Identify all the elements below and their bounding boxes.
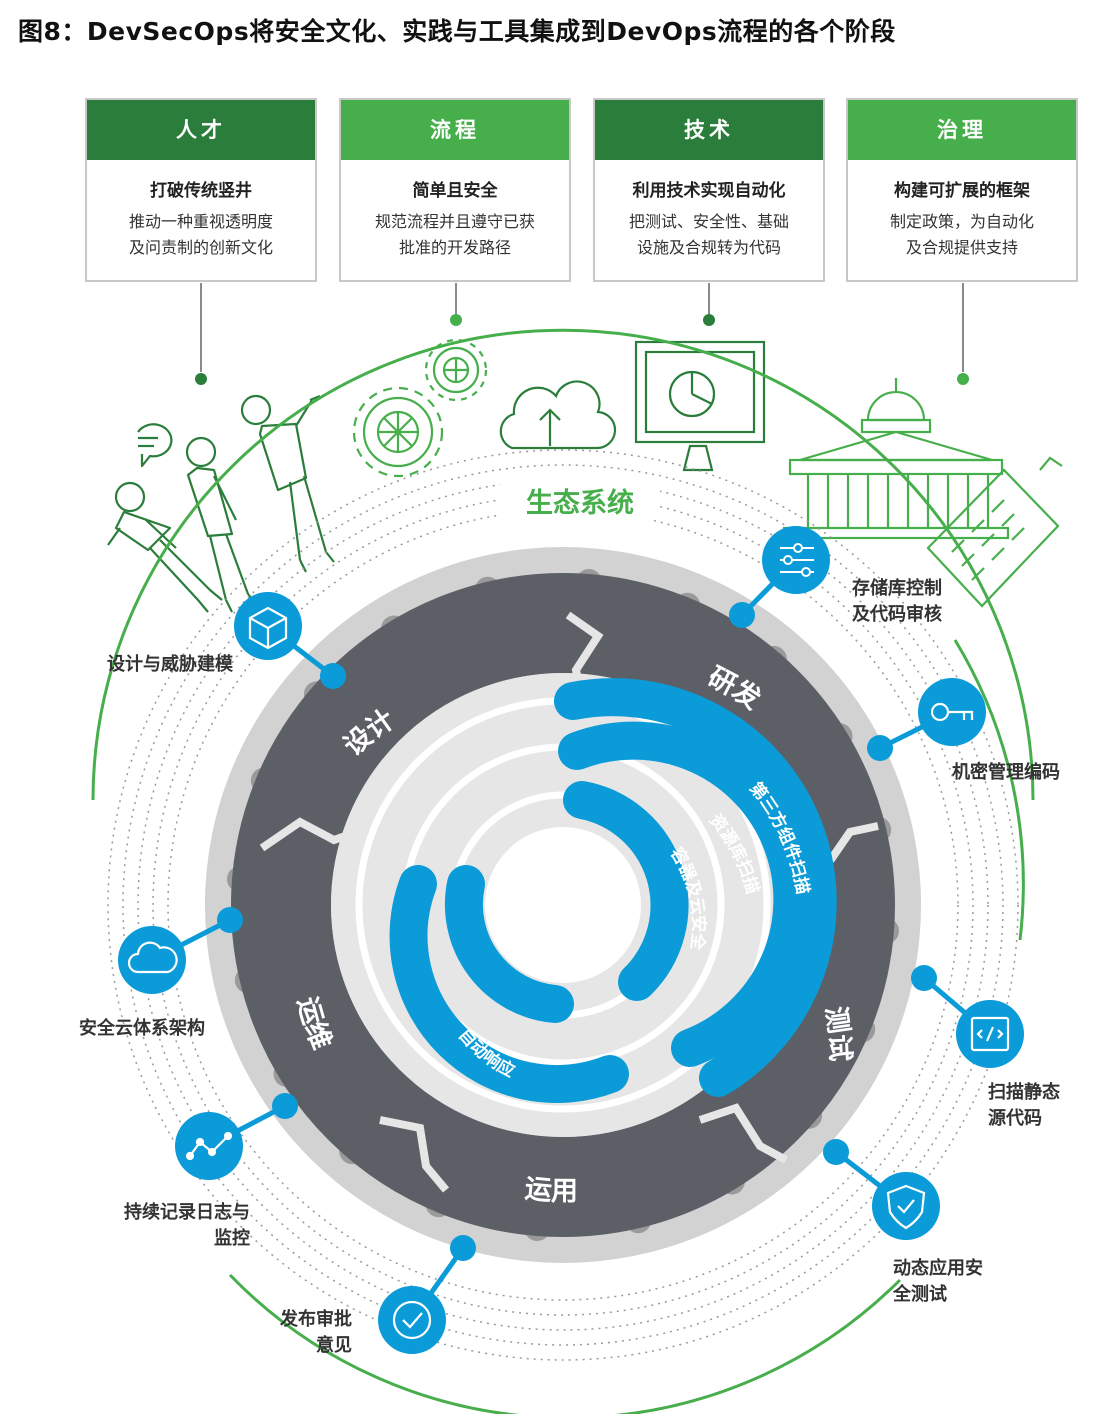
pillar-connectors bbox=[200, 283, 964, 372]
gears-icon bbox=[352, 338, 488, 478]
tool-label-dast-2: 全测试 bbox=[892, 1283, 947, 1305]
tool-secret-mgmt bbox=[867, 678, 986, 761]
pillar-header: 人才 bbox=[87, 100, 315, 160]
tool-label-repo-control-2: 及代码审核 bbox=[852, 603, 942, 625]
pillar-subtitle: 构建可扩展的框架 bbox=[894, 181, 1030, 201]
pillar-description: 规范流程并且遵守已获 批准的开发路径 bbox=[341, 209, 569, 261]
pillar-process: 流程 简单且安全 规范流程并且遵守已获 批准的开发路径 bbox=[339, 98, 571, 282]
phase-label-text: 运用 bbox=[523, 1173, 578, 1207]
tool-label-logging-2: 监控 bbox=[214, 1227, 250, 1249]
pillar-technology: 技术 利用技术实现自动化 把测试、安全性、基础 设施及合规转为代码 bbox=[593, 98, 825, 282]
cloud-upload-icon bbox=[499, 380, 617, 450]
tool-sast bbox=[911, 965, 1024, 1068]
connector-dot bbox=[195, 373, 207, 385]
blue-arc-container bbox=[563, 781, 689, 1001]
tool-labels: 存储库控制 及代码审核 机密管理编码 扫描静态 源代码 动态应用安 全测试 发布… bbox=[79, 577, 1060, 1356]
ecosystem-label: 生态系统 bbox=[526, 487, 634, 519]
key-icon bbox=[930, 702, 974, 722]
tool-threat-model bbox=[234, 592, 346, 689]
blue-arc-auto-response bbox=[389, 865, 629, 1103]
tool-cloud-arch bbox=[118, 907, 243, 994]
tool-label-sast-2: 源代码 bbox=[988, 1107, 1042, 1129]
tool-logging bbox=[175, 1093, 298, 1180]
pillar-subtitle: 打破传统竖井 bbox=[150, 181, 252, 201]
capitol-building-icon bbox=[782, 378, 1010, 540]
sliders-icon bbox=[780, 543, 814, 577]
blue-arc-repo-scan bbox=[558, 721, 812, 1067]
code-icon bbox=[970, 1016, 1010, 1052]
connector-dot bbox=[957, 373, 969, 385]
shield-check-icon bbox=[886, 1184, 926, 1230]
tool-label-sast: 扫描静态 bbox=[988, 1081, 1060, 1103]
monitor-chart-icon bbox=[634, 340, 766, 472]
tool-label-logging: 持续记录日志与 bbox=[124, 1201, 250, 1223]
pillar-description: 推动一种重视透明度 及问责制的创新文化 bbox=[87, 209, 315, 261]
center-hole bbox=[485, 827, 641, 983]
tool-dast bbox=[823, 1139, 940, 1240]
pillar-description-line: 制定政策，为自动化 bbox=[889, 212, 1034, 231]
cloud-icon bbox=[127, 941, 178, 974]
pillar-description-line: 推动一种重视透明度 bbox=[128, 212, 273, 231]
pillar-header: 治理 bbox=[848, 100, 1076, 160]
tool-release-approval bbox=[378, 1235, 476, 1354]
figure-title: 图8：DevSecOps将安全文化、实践与工具集成到DevOps流程的各个阶段 bbox=[18, 17, 896, 46]
tool-label-release: 发布审批 bbox=[279, 1308, 352, 1330]
tool-repo-control bbox=[729, 526, 830, 628]
pillar-header: 流程 bbox=[341, 100, 569, 160]
cube-icon bbox=[248, 606, 288, 650]
pillar-description: 制定政策，为自动化 及合规提供支持 bbox=[848, 209, 1076, 261]
tool-label-cloud-arch: 安全云体系架构 bbox=[79, 1017, 205, 1039]
blue-arcs bbox=[389, 678, 837, 1103]
pillar-description-line: 批准的开发路径 bbox=[398, 238, 511, 257]
pillar-description-line: 及问责制的创新文化 bbox=[128, 238, 273, 257]
check-circle-icon bbox=[392, 1300, 432, 1340]
pillar-subtitle: 利用技术实现自动化 bbox=[632, 181, 786, 201]
phase-label-operate: 运用 bbox=[523, 1173, 578, 1207]
tool-label-release-2: 意见 bbox=[316, 1334, 352, 1356]
ecosystem-label-bg bbox=[500, 476, 660, 520]
pillar-governance: 治理 构建可扩展的框架 制定政策，为自动化 及合规提供支持 bbox=[846, 98, 1078, 282]
pillar-description: 把测试、安全性、基础 设施及合规转为代码 bbox=[595, 209, 823, 261]
blue-arc-third-party bbox=[554, 678, 837, 1097]
connector-dot bbox=[703, 314, 715, 326]
blue-arc-auto-response-inner bbox=[444, 865, 574, 1023]
pillar-description-line: 及合规提供支持 bbox=[905, 238, 1018, 257]
pillar-header: 技术 bbox=[595, 100, 823, 160]
people-icon bbox=[107, 394, 335, 613]
connector-dot bbox=[450, 314, 462, 326]
pillar-description-line: 规范流程并且遵守已获 bbox=[374, 212, 535, 231]
pillar-description-line: 把测试、安全性、基础 bbox=[628, 212, 789, 231]
pillar-description-line: 设施及合规转为代码 bbox=[636, 238, 781, 257]
tool-label-threat-model: 设计与威胁建模 bbox=[107, 653, 234, 675]
tool-label-secret-mgmt: 机密管理编码 bbox=[952, 761, 1060, 783]
tool-label-dast: 动态应用安 bbox=[893, 1257, 983, 1279]
pillar-subtitle: 简单且安全 bbox=[412, 181, 498, 201]
phase-ring bbox=[231, 573, 895, 1237]
line-chart-icon bbox=[185, 1131, 233, 1161]
pillar-talent: 人才 打破传统竖井 推动一种重视透明度 及问责制的创新文化 bbox=[85, 98, 317, 282]
tool-label-repo-control: 存储库控制 bbox=[852, 577, 942, 599]
